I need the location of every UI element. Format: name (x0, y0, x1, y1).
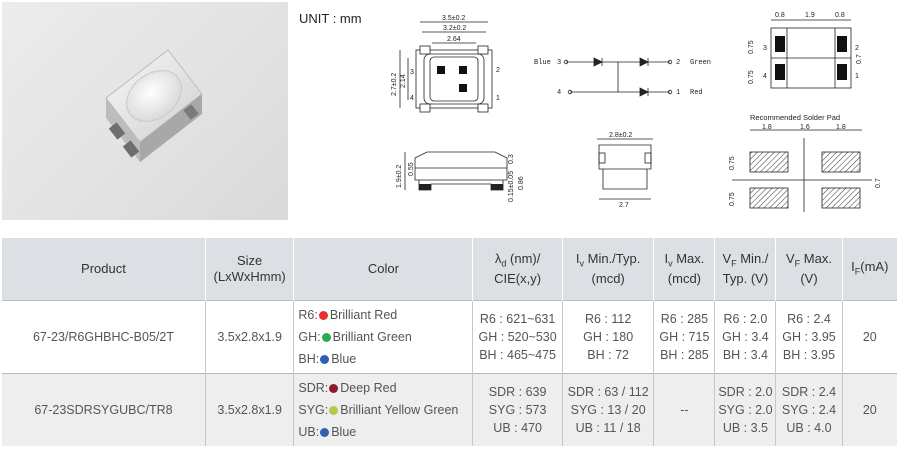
color-dot-icon (329, 384, 339, 393)
solder-dim-b: 1.6 (800, 124, 810, 131)
solder-dim-v2: 0.75 (729, 192, 736, 206)
color-dot-icon (329, 406, 339, 415)
circuit-red-label: Red (690, 89, 703, 97)
bottom-view-drawing: 0.8 1.9 0.8 0.75 0.75 0.7 3 4 2 1 (748, 12, 863, 89)
table-row: 67-23SDRSYGUBC/TR8 3.5x2.8x1.9 SDR:Deep … (2, 373, 897, 446)
circuit-diagram: Blue 3 4 2 Green 1 Red (534, 57, 711, 97)
dim-top-pad: 2.64 (447, 36, 461, 43)
table-header-row: Product Size(LxWxHmm) Color λd (nm)/CIE(… (2, 238, 897, 301)
header-if: IF(mA) (841, 238, 897, 301)
header-vf-min-typ: VF Min./Typ. (V) (714, 238, 776, 301)
pin4-label: 4 (410, 95, 414, 102)
circuit-node-2: 2 (676, 59, 680, 67)
side-dim-1: 0.55 (408, 162, 415, 176)
bottom-dim-1: 0.8 (775, 12, 785, 19)
header-iv-max: Iv Max.(mcd) (653, 238, 715, 301)
color-item: SDR:Deep Red (298, 381, 397, 395)
product-name: 67-23/R6GHBHC-B05/2T (2, 300, 206, 374)
if-value: 20 (841, 373, 897, 446)
side-dim-3: 0.15±0.05 (508, 171, 515, 202)
color-list: R6:Brilliant Red GH:Brilliant Green BH:B… (293, 300, 473, 374)
dim-top-height-inner: 2.14 (400, 74, 407, 88)
bottom-side-1: 0.75 (748, 40, 755, 54)
pin3-label: 3 (410, 69, 414, 76)
solder-dim-v1: 0.75 (729, 156, 736, 170)
unit-label: UNIT : mm (299, 11, 362, 26)
if-value: 20 (841, 300, 897, 374)
dim-top-outer: 3.5±0.2 (442, 15, 465, 22)
led-package-image (105, 49, 203, 162)
color-item: SYG:Brilliant Yellow Green (298, 403, 459, 417)
dim-top-inner: 3.2±0.2 (443, 25, 466, 32)
circuit-node-4: 4 (557, 89, 561, 97)
iv-max-values: -- (653, 373, 715, 446)
circuit-node-3: 3 (557, 59, 561, 67)
end-width: 2.8±0.2 (609, 132, 632, 139)
pin1-label: 1 (496, 95, 500, 102)
end-view-drawing: 2.8±0.2 2.7 (597, 132, 653, 209)
header-product: Product (2, 238, 206, 301)
header-wavelength: λd (nm)/CIE(x,y) (472, 238, 563, 301)
table-row: 67-23/R6GHBHC-B05/2T 3.5x2.8x1.9 R6:Bril… (2, 300, 897, 374)
bottom-pin2: 2 (855, 45, 859, 52)
header-size: Size(LxWxHmm) (204, 238, 294, 301)
bottom-pin4: 4 (763, 73, 767, 80)
circuit-node-1: 1 (676, 89, 680, 97)
side-height: 1.9±0.2 (396, 165, 403, 188)
color-list: SDR:Deep Red SYG:Brilliant Yellow Green … (293, 373, 473, 446)
end-bottom: 2.7 (619, 202, 629, 209)
color-item: UB:Blue (298, 425, 357, 439)
color-dot-icon (320, 355, 330, 364)
top-view-drawing: 3.5±0.2 3.2±0.2 2.64 2.7±0.2 2.14 3 4 2 … (391, 15, 500, 113)
color-item: R6:Brilliant Red (298, 308, 398, 322)
dim-top-height: 2.7±0.2 (391, 73, 398, 96)
color-dot-icon (320, 428, 330, 437)
color-item: BH:Blue (298, 352, 357, 366)
product-size: 3.5x2.8x1.9 (204, 300, 294, 374)
bottom-pin3: 3 (763, 45, 767, 52)
bottom-side-2: 0.75 (748, 70, 755, 84)
color-dot-icon (318, 311, 328, 320)
bottom-dim-3: 0.8 (835, 12, 845, 19)
bottom-pin1: 1 (855, 73, 859, 80)
pin2-label: 2 (496, 67, 500, 74)
bottom-right-dim: 0.7 (856, 54, 863, 64)
product-photo (2, 2, 288, 220)
side-view-drawing: 1.9±0.2 0.55 0.3 0.15±0.05 0.86 (396, 151, 525, 202)
circuit-blue-label: Blue (534, 59, 551, 67)
product-name: 67-23SDRSYGUBC/TR8 (2, 373, 206, 446)
spec-table: Product Size(LxWxHmm) Color λd (nm)/CIE(… (2, 238, 897, 446)
product-size: 3.5x2.8x1.9 (204, 373, 294, 446)
solder-pad-title: Recommended Solder Pad (750, 113, 840, 122)
solder-dim-c: 1.8 (836, 124, 846, 131)
side-dim-4: 0.86 (518, 176, 525, 190)
color-item: GH:Brilliant Green (298, 330, 412, 344)
solder-dim-a: 1.8 (762, 124, 772, 131)
solder-pad-drawing: Recommended Solder Pad 1.8 1.6 1.8 0.75 … (729, 113, 882, 212)
header-iv-min-typ: Iv Min./Typ.(mcd) (561, 238, 654, 301)
solder-dim-v3: 0.7 (875, 178, 882, 188)
circuit-green-label: Green (690, 59, 711, 67)
side-dim-2: 0.3 (508, 154, 515, 164)
header-color: Color (293, 238, 473, 301)
bottom-dim-2: 1.9 (805, 12, 815, 19)
color-dot-icon (321, 333, 331, 342)
header-vf-max: VF Max.(V) (775, 238, 843, 301)
